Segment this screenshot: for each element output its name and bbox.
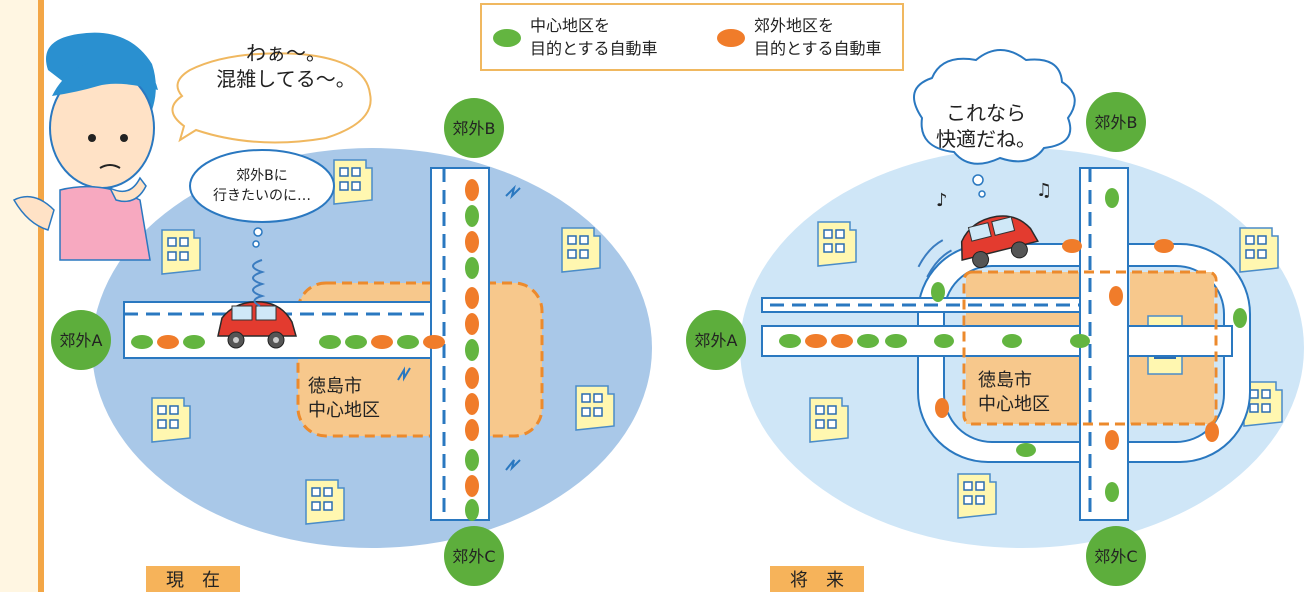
future-bubble-line2: 快適だね。 bbox=[936, 127, 1036, 151]
future-scene: ♪ ♫ 郊外B 郊外A 郊外C 徳島市 中心地区 これなら 快適だね。 将 来 bbox=[686, 49, 1304, 592]
future-driver-thought-bubble: これなら 快適だね。 bbox=[913, 49, 1076, 198]
woman-speech-bubble: わぁ～。 混雑してる～。 bbox=[171, 41, 372, 144]
future-suburb-a bbox=[686, 310, 746, 370]
future-red-car-icon bbox=[917, 215, 1039, 278]
building-icon bbox=[161, 229, 201, 275]
confusion-swirl-icon bbox=[252, 259, 266, 307]
building-icon bbox=[305, 479, 345, 525]
suburban-car-legend-marker bbox=[717, 29, 745, 47]
current-suburb-a-label: 郊外A bbox=[60, 331, 103, 350]
building-icon bbox=[1239, 227, 1279, 273]
music-note-icon: ♪ bbox=[936, 190, 948, 211]
future-suburb-b bbox=[1086, 92, 1146, 152]
driver-bubble-line2: 行きたいのに… bbox=[213, 188, 311, 204]
current-cars-vertical bbox=[465, 179, 479, 521]
current-label: 現 在 bbox=[166, 570, 220, 591]
building-icon bbox=[561, 227, 601, 273]
future-label: 将 来 bbox=[790, 570, 844, 591]
building-icon bbox=[817, 221, 857, 267]
current-suburb-c bbox=[444, 526, 504, 586]
building-icon bbox=[809, 397, 849, 443]
left-border-stripe bbox=[38, 0, 44, 592]
future-label-box bbox=[770, 566, 864, 592]
frustration-mark-icon bbox=[505, 184, 521, 200]
legend-suburban-line1: 郊外地区を bbox=[754, 16, 834, 35]
building-icon bbox=[575, 385, 615, 431]
legend-central-line2: 目的とする自動車 bbox=[530, 39, 658, 58]
future-center-line1: 徳島市 bbox=[978, 370, 1032, 391]
future-suburb-b-label: 郊外B bbox=[1095, 113, 1138, 132]
future-cars-horizontal bbox=[779, 334, 1090, 348]
woman-bubble-line2: 混雑してる～。 bbox=[216, 67, 355, 91]
future-central-district bbox=[962, 270, 1218, 426]
current-suburb-b bbox=[444, 98, 504, 158]
building-icon bbox=[333, 159, 373, 205]
building-icon bbox=[151, 397, 191, 443]
current-label-box bbox=[146, 566, 240, 592]
future-suburb-c-label: 郊外C bbox=[1094, 547, 1137, 566]
worried-woman-icon bbox=[12, 32, 158, 261]
current-suburb-c-label: 郊外C bbox=[452, 547, 495, 566]
woman-bubble-line1: わぁ～。 bbox=[246, 41, 326, 65]
current-cars-horizontal bbox=[131, 335, 445, 349]
future-suburb-a-label: 郊外A bbox=[695, 331, 738, 350]
driver-bubble-line1: 郊外Bに bbox=[236, 167, 288, 184]
frustration-mark-icon bbox=[397, 366, 411, 382]
legend: 中心地区を 目的とする自動車 郊外地区を 目的とする自動車 bbox=[480, 3, 904, 71]
legend-central-line1: 中心地区を bbox=[530, 16, 610, 35]
current-center-line1: 徳島市 bbox=[308, 376, 362, 397]
building-icon bbox=[957, 473, 997, 519]
music-note-icon: ♫ bbox=[1036, 180, 1052, 201]
frustration-mark-icon bbox=[505, 459, 521, 472]
current-red-car-icon bbox=[217, 259, 297, 349]
current-driver-thought-bubble: 郊外Bに 行きたいのに… bbox=[189, 149, 335, 248]
current-suburb-b-label: 郊外B bbox=[453, 119, 496, 138]
future-bubble-line1: これなら bbox=[946, 101, 1026, 125]
legend-suburban-line2: 目的とする自動車 bbox=[754, 39, 882, 58]
current-center-line2: 中心地区 bbox=[308, 400, 380, 421]
central-car-legend-marker bbox=[493, 29, 521, 47]
future-suburb-c bbox=[1086, 526, 1146, 586]
future-center-line2: 中心地区 bbox=[978, 394, 1050, 415]
future-cars-ring bbox=[931, 188, 1247, 502]
current-scene: 郊外B 郊外A 郊外C 徳島市 中心地区 郊外Bに 行きたいのに… bbox=[12, 32, 652, 592]
current-suburb-a bbox=[51, 310, 111, 370]
